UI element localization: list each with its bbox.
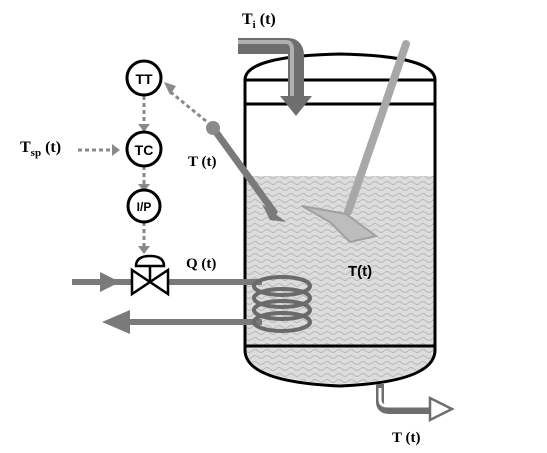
outlet-temp-label: T (t)	[392, 430, 420, 446]
controller-bubble[interactable]: TC	[125, 130, 163, 168]
outlet-pipe	[376, 384, 455, 423]
controller-label: TC	[135, 142, 154, 158]
control-valve[interactable]	[130, 254, 170, 297]
setpoint-label: Tsp (t)	[20, 139, 61, 159]
heating-coil	[252, 275, 312, 333]
signal-arrowheads	[112, 82, 176, 254]
tank-temp-label: T(t)	[348, 263, 372, 280]
converter-label: I/P	[137, 200, 152, 214]
signal-lines	[78, 88, 207, 246]
temperature-probe	[206, 121, 286, 222]
heat-flow-label: Q (t)	[186, 256, 216, 272]
inlet-pipe	[238, 38, 312, 116]
transmitter-bubble[interactable]: TT	[125, 59, 163, 97]
transmitter-label: TT	[135, 71, 153, 87]
probe-temp-label: T (t)	[188, 154, 216, 170]
inlet-temp-label: Ti (t)	[242, 11, 276, 31]
supply-line	[72, 272, 262, 292]
agitator	[301, 40, 410, 244]
converter-bubble[interactable]: I/P	[126, 188, 162, 224]
return-line	[102, 310, 262, 334]
